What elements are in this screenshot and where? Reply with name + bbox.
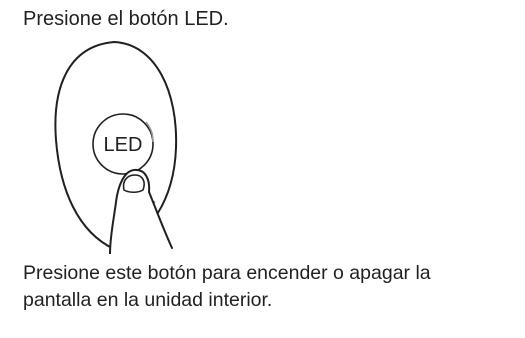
led-button-ring (92, 113, 154, 175)
fingernail (122, 174, 145, 194)
remote-control-illustration: LED (50, 40, 180, 254)
instruction-heading: Presione el botón LED. (23, 8, 229, 30)
led-button-highlight (145, 121, 154, 143)
led-button: LED (92, 113, 154, 175)
led-button-label: LED (104, 134, 143, 156)
description-line-1: Presione este botón para encender o apag… (23, 262, 431, 284)
description-line-2: pantalla en la unidad interior. (23, 289, 273, 311)
description-text: Presione este botón para encender o apag… (23, 260, 518, 314)
